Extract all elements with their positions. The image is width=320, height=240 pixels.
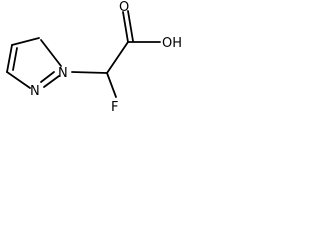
bond-c4-c3-double xyxy=(12,47,18,71)
bond-calpha-f xyxy=(106,72,117,98)
bond-n2-n1 xyxy=(43,75,60,88)
atom-pyrazole-n1: N xyxy=(58,66,68,81)
bond-c3-n2 xyxy=(6,71,31,89)
structure-svg: O OH F N N xyxy=(6,0,182,115)
bond-c4-c3 xyxy=(6,44,13,73)
bond-n1-c5 xyxy=(40,39,62,67)
atom-pyrazole-n2: N xyxy=(30,84,40,99)
molecule-diagram: O OH F N N xyxy=(0,0,182,120)
bond-c-o-double-2 xyxy=(127,10,134,42)
bond-c-o-double-1 xyxy=(122,11,129,43)
bond-n2-n1-double xyxy=(40,71,55,83)
atom-fluorine: F xyxy=(111,100,118,115)
bond-c5-c4 xyxy=(11,37,40,46)
atom-carbonyl-oxygen: O xyxy=(119,0,129,15)
bond-n1-calpha xyxy=(71,71,108,74)
atom-hydroxyl: OH xyxy=(162,36,182,51)
bond-calpha-ccarboxyl xyxy=(106,41,129,74)
